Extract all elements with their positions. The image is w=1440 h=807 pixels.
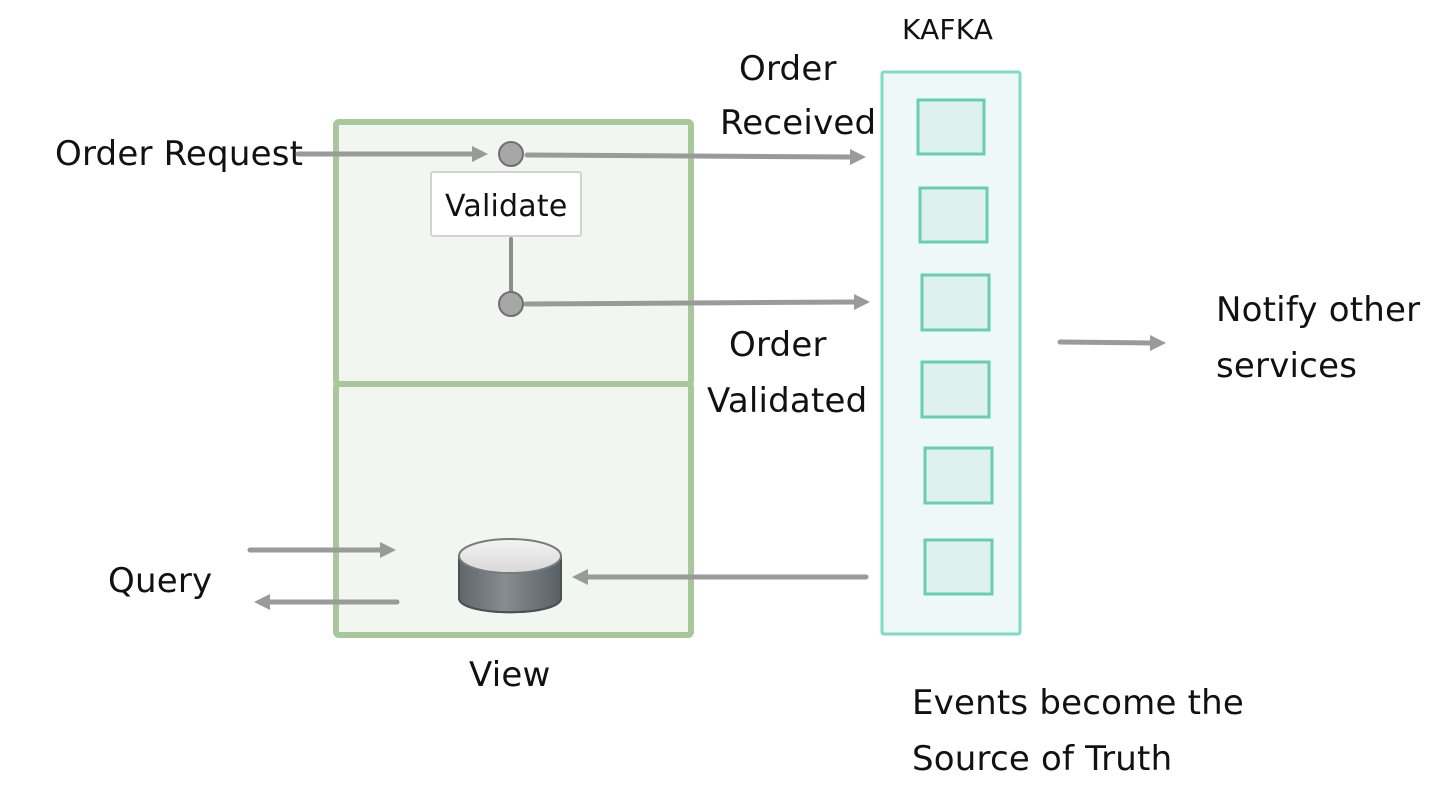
order-service-box <box>333 119 694 638</box>
kafka-slot <box>923 538 994 596</box>
order-received-label-line1: Order <box>739 49 837 89</box>
validate-label: Validate <box>445 189 568 224</box>
footer-line2: Source of Truth <box>912 739 1172 779</box>
order-validated-label-line1: Order <box>729 325 827 365</box>
order-received-arrow <box>524 149 866 165</box>
order-request-arrow <box>295 146 488 162</box>
query-output-arrow <box>254 594 400 610</box>
kafka-log <box>880 70 1022 636</box>
notify-label-line1: Notify other <box>1216 290 1420 330</box>
kafka-slot <box>920 360 991 419</box>
order-validated-node <box>498 291 524 317</box>
notify-arrow <box>1057 335 1166 351</box>
kafka-slot <box>918 186 989 244</box>
order-received-label-line2: Received <box>720 103 876 143</box>
kafka-slot <box>916 98 986 156</box>
kafka-slot <box>923 446 994 505</box>
query-input-arrow <box>247 542 396 558</box>
order-validated-arrow <box>523 294 870 310</box>
order-validated-label-line2: Validated <box>707 381 867 421</box>
kafka-to-view-arrow <box>572 569 869 585</box>
order-received-node <box>498 141 524 167</box>
kafka-slot <box>920 273 991 332</box>
view-label: View <box>469 655 550 695</box>
order-request-label: Order Request <box>55 134 303 174</box>
kafka-label: KAFKA <box>902 13 993 46</box>
notify-label-line2: services <box>1216 346 1357 386</box>
query-label: Query <box>108 561 212 601</box>
validate-step: Validate <box>430 171 582 237</box>
view-database-icon <box>458 538 562 614</box>
footer-line1: Events become the <box>912 683 1244 723</box>
